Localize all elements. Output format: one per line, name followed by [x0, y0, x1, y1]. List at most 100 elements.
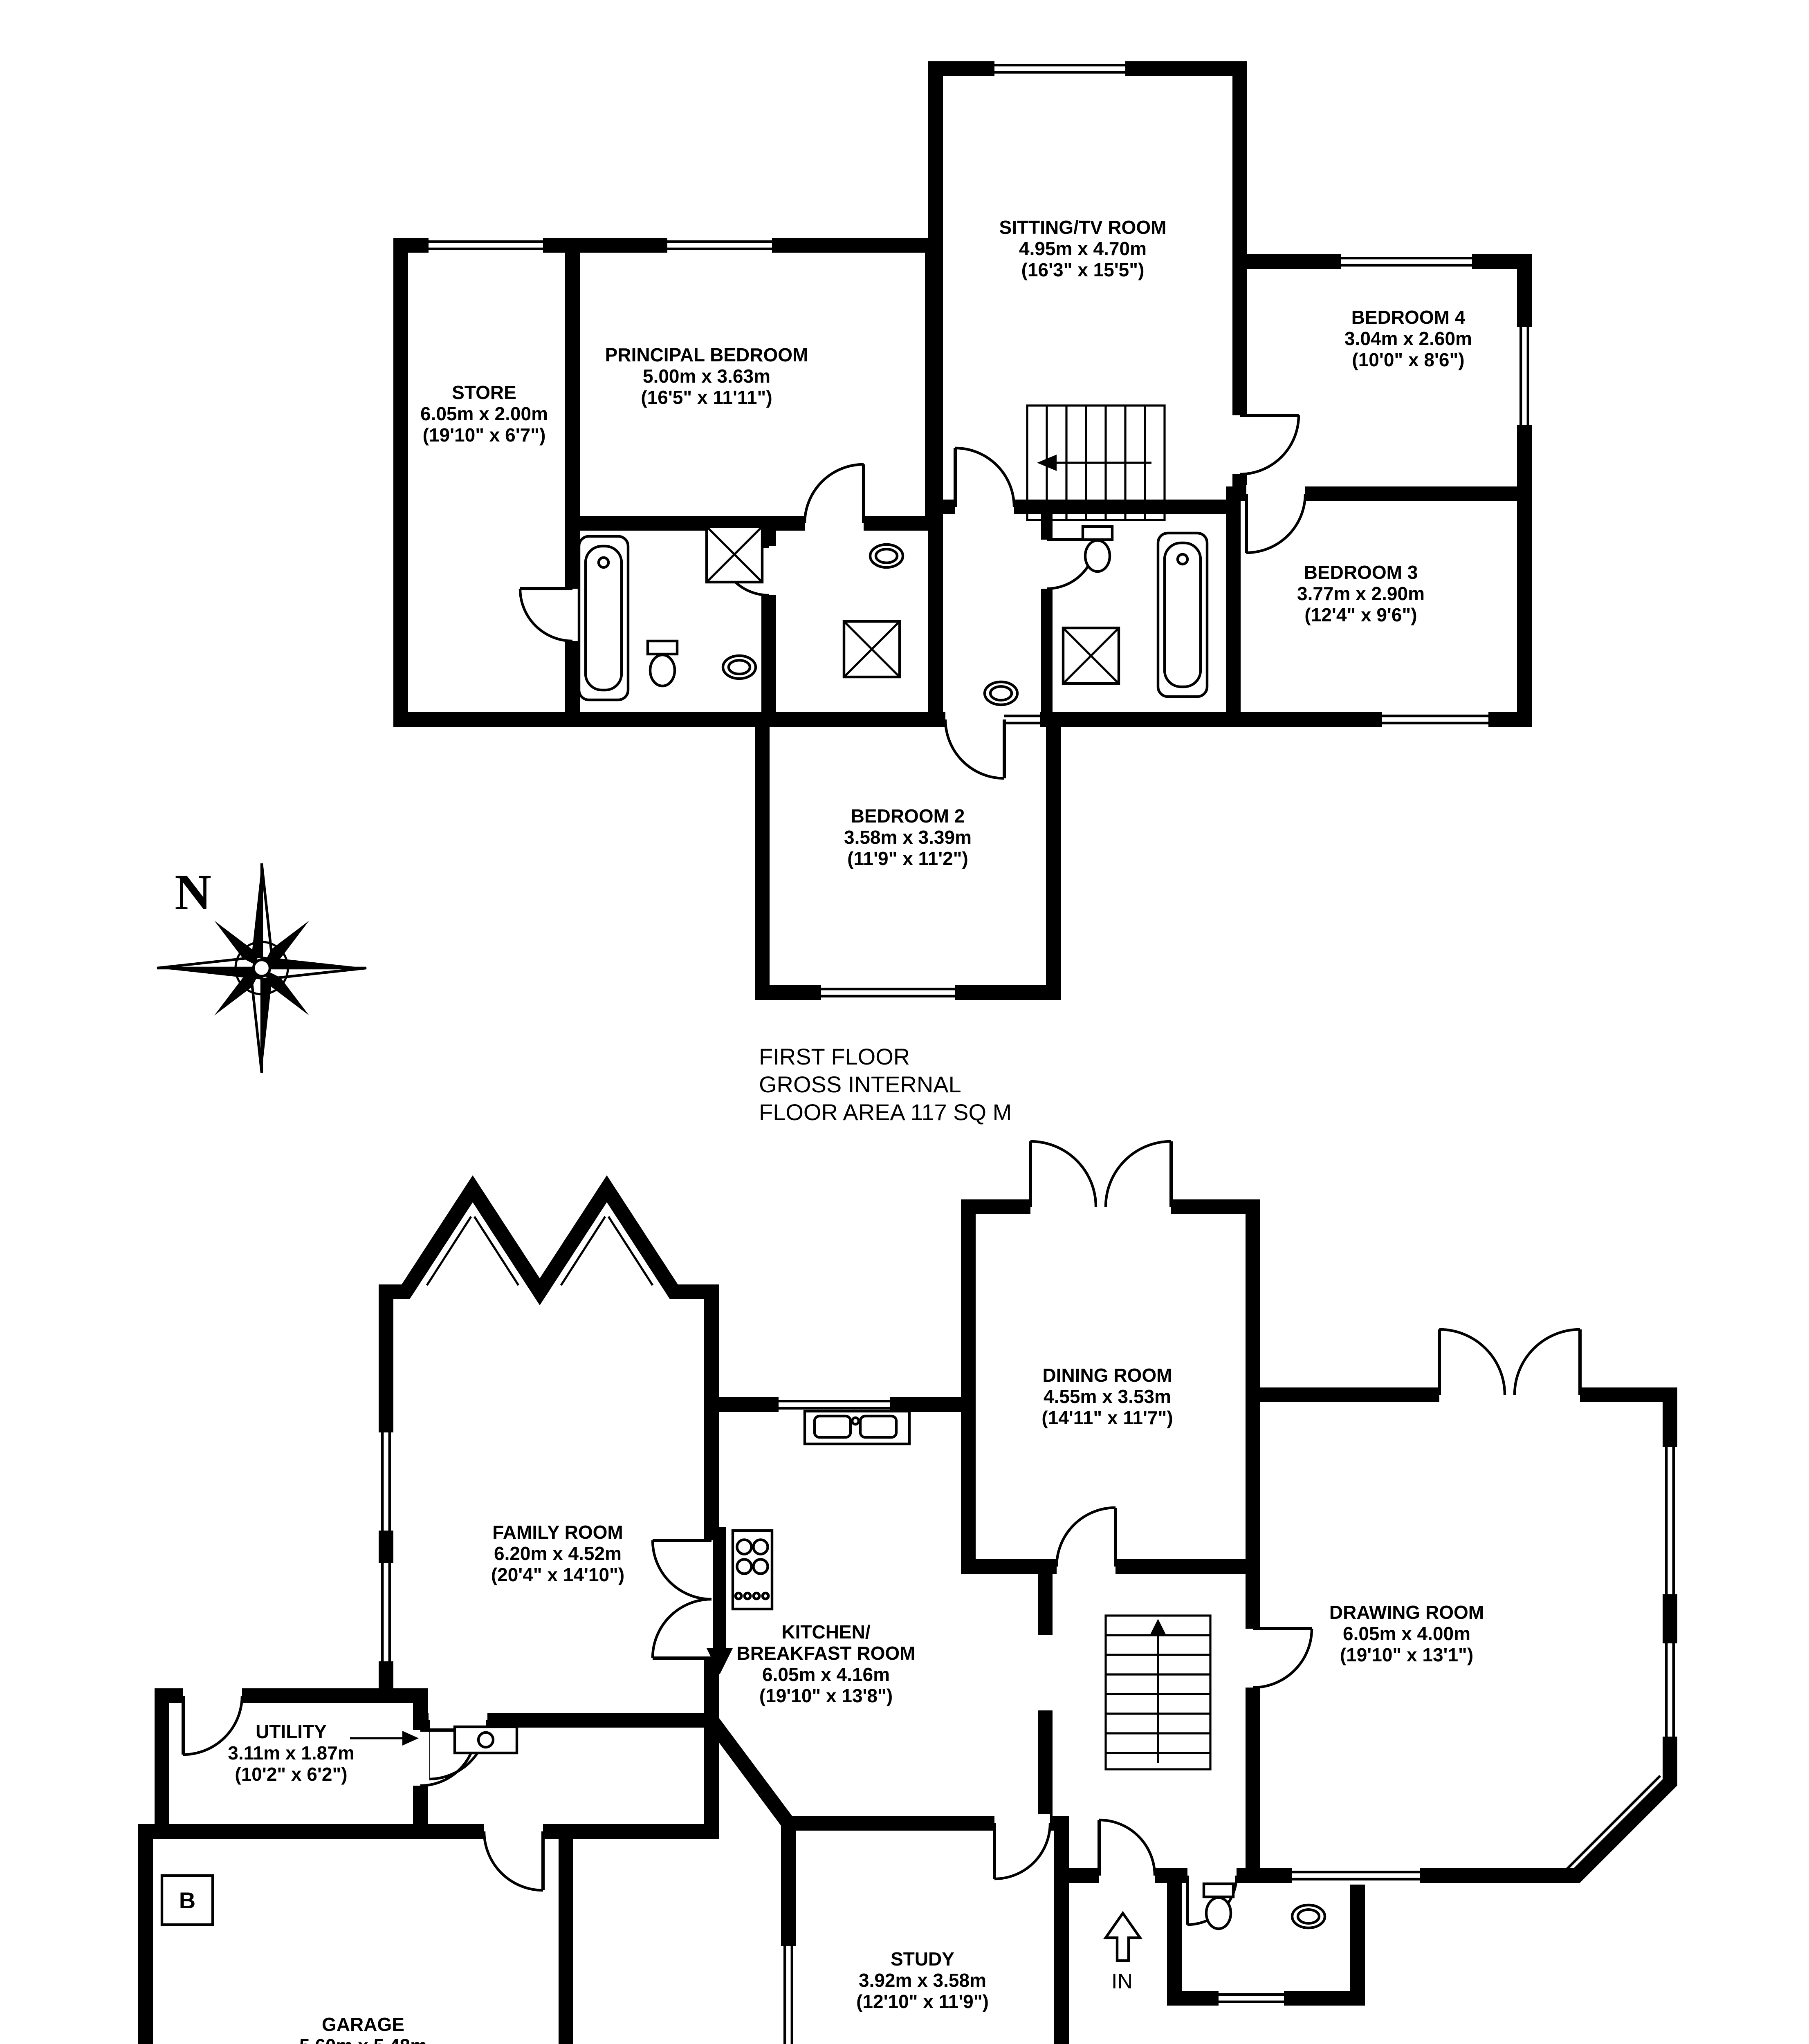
staircase-ground-floor [1104, 1614, 1212, 1771]
label-kitchen-name1: KITCHEN/ [781, 1621, 870, 1643]
label-drawing-metric: 6.05m x 4.00m [1343, 1623, 1470, 1644]
toilet [648, 641, 677, 686]
room-utility [155, 1688, 428, 1839]
room-hall [1038, 1559, 1260, 1883]
label-bedroom4-name: BEDROOM 4 [1351, 307, 1466, 328]
label-study-name: STUDY [891, 1948, 954, 1970]
label-store-name: STORE [452, 382, 516, 403]
label-dining-name: DINING ROOM [1043, 1365, 1172, 1386]
room-garage [138, 1824, 573, 2044]
label-store-metric: 6.05m x 2.00m [420, 403, 548, 424]
boiler-box: B [160, 1874, 214, 1926]
door [182, 1687, 244, 1756]
label-bedroom3-imperial: (12'4" x 9'6") [1304, 604, 1417, 625]
label-sitting-name: SITTING/TV ROOM [999, 217, 1167, 238]
door [954, 446, 1016, 516]
label-dining-metric: 4.55m x 3.53m [1044, 1386, 1171, 1407]
first-floor-caption-1: FIRST FLOOR [759, 1044, 910, 1069]
opening [1036, 1635, 1054, 1710]
window [667, 236, 772, 254]
window [1341, 253, 1472, 271]
boiler-label: B [179, 1887, 195, 1913]
label-kitchen-name2: BREAKFAST ROOM [737, 1643, 916, 1664]
room-sitting-tv [928, 61, 1247, 514]
sink-basin [870, 545, 903, 567]
door [803, 463, 865, 532]
label-drawing-imperial: (19'10" x 13'1") [1340, 1644, 1473, 1665]
label-utility-imperial: (10'2" x 6'2") [235, 1764, 347, 1785]
door [1231, 414, 1300, 476]
label-bedroom2-name: BEDROOM 2 [851, 805, 965, 827]
door [1244, 1627, 1313, 1689]
first-floor-caption-3: FLOOR AREA 117 SQ M [759, 1099, 1012, 1125]
bay-window-glazing [416, 1201, 664, 1286]
label-bedroom2-imperial: (11'9" x 11'2") [847, 848, 968, 869]
toilet [1204, 1884, 1233, 1929]
staircase-first-floor [1026, 404, 1166, 521]
window [1566, 1775, 1670, 1878]
door [993, 1814, 1052, 1880]
label-principal-name: PRINCIPAL BEDROOM [605, 344, 808, 365]
label-bedroom4-metric: 3.04m x 2.60m [1344, 328, 1472, 349]
shower [707, 527, 762, 582]
toilet [1083, 527, 1112, 572]
bathtub [1158, 533, 1207, 697]
door [1186, 1867, 1238, 1926]
door [1245, 485, 1307, 554]
bathtub [579, 536, 628, 700]
label-utility-name: UTILITY [256, 1721, 327, 1742]
label-bedroom2-metric: 3.58m x 3.39m [844, 827, 972, 848]
window [1661, 1447, 1679, 1594]
label-kitchen-imperial: (19'10" x 13'8") [759, 1685, 893, 1706]
label-garage-metric: 5.60m x 5.48m [299, 2035, 427, 2044]
label-store-imperial: (19'10" x 6'7") [423, 424, 546, 446]
compass-rose: N [157, 863, 367, 1073]
room-store [393, 238, 580, 727]
window [377, 1563, 395, 1661]
window [1219, 1989, 1284, 2007]
window [779, 1946, 797, 2044]
room-family [379, 1175, 719, 1728]
ground-floor-plan: B IN DINING ROOM 4.55m x 3.53m (14'11" x… [138, 1140, 1679, 2044]
kitchen-island-counter [707, 1527, 733, 1674]
french-doors [1438, 1328, 1582, 1404]
label-family-imperial: (20'4" x 14'10") [491, 1564, 624, 1585]
entrance-door [1098, 1818, 1156, 1885]
door [1038, 538, 1098, 590]
sink-basin [985, 682, 1017, 705]
label-sitting-metric: 4.95m x 4.70m [1019, 238, 1147, 259]
label-sitting-imperial: (16'3" x 15'5") [1021, 259, 1145, 280]
utility-leader-line [350, 1731, 419, 1746]
door [483, 1822, 545, 1892]
utility-sink [453, 1725, 518, 1755]
label-study-imperial: (12'10" x 11'9") [856, 1991, 989, 2012]
label-bedroom3-metric: 3.77m x 2.90m [1297, 583, 1425, 604]
entrance-label: IN [1111, 1970, 1133, 1993]
label-kitchen-metric: 6.05m x 4.16m [762, 1664, 890, 1685]
window [429, 236, 543, 254]
shower [1063, 628, 1119, 684]
sink-basin [1292, 1905, 1325, 1928]
window [377, 1432, 395, 1531]
label-garage-name: GARAGE [322, 2014, 404, 2035]
kitchen-sink [803, 1410, 911, 1446]
window [1292, 1867, 1420, 1885]
first-floor-plan: SITTING/TV ROOM 4.95m x 4.70m (16'3" x 1… [393, 60, 1533, 1125]
french-doors [1029, 1140, 1173, 1216]
door [1055, 1506, 1117, 1576]
door [944, 710, 1006, 780]
window [1515, 327, 1533, 425]
first-floor-caption-2: GROSS INTERNAL [759, 1071, 961, 1097]
compass-north-label: N [175, 864, 211, 920]
label-study-metric: 3.92m x 3.58m [859, 1970, 986, 1991]
label-bedroom3-name: BEDROOM 3 [1304, 562, 1418, 583]
window [1661, 1643, 1679, 1737]
window [994, 60, 1125, 78]
label-principal-imperial: (16'5" x 11'11") [641, 387, 772, 408]
window [1382, 710, 1488, 728]
room-bedroom4 [1232, 254, 1532, 501]
room-wc [1167, 1868, 1365, 2006]
label-drawing-name: DRAWING ROOM [1329, 1602, 1484, 1623]
label-bedroom4-imperial: (10'0" x 8'6") [1352, 349, 1464, 370]
